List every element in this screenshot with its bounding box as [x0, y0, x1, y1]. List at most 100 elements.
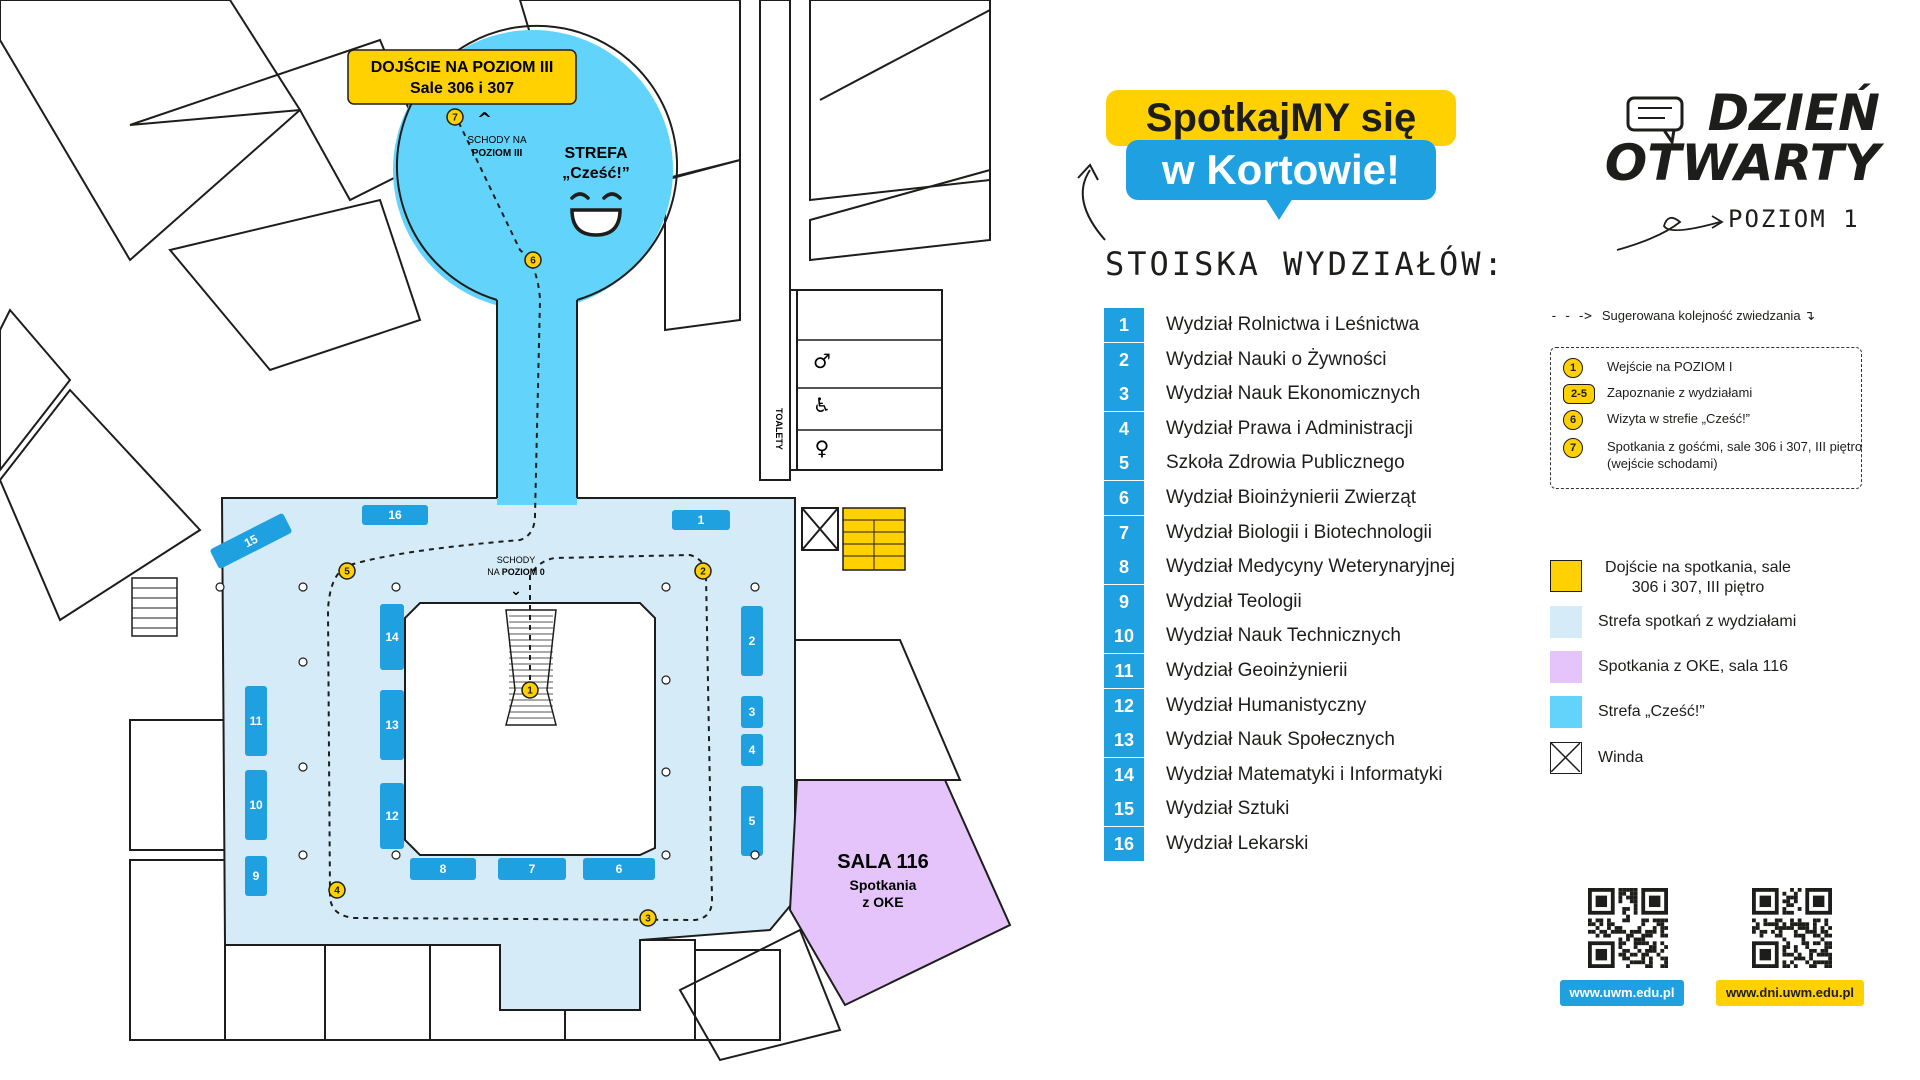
route-point-2: 2: [694, 562, 712, 580]
booth-label: 12: [385, 809, 399, 823]
booth-rect: [362, 505, 428, 525]
route-point-1: 1: [521, 681, 539, 699]
faculty-number: 4: [1104, 411, 1144, 446]
booth-label: 5: [749, 814, 756, 828]
smiley-icon: [570, 192, 622, 237]
map-labels: DOJŚCIE NA POZIOM III Sale 306 i 307 SCH…: [347, 49, 929, 910]
courtyard: [404, 602, 656, 856]
link-uwm[interactable]: www.uwm.edu.pl: [1560, 980, 1684, 1006]
faculty-name: Wydział Teologii: [1166, 590, 1302, 612]
faculty-number: 3: [1104, 377, 1144, 412]
booth-label: 3: [749, 705, 756, 719]
booth-rect: [741, 606, 763, 676]
stairs-callout-line2: Sale 306 i 307: [410, 80, 514, 97]
route-step-text: Wejście na POZIOM I: [1607, 359, 1733, 374]
faculty-row: 8 Wydział Medycyny Weterynaryjnej: [1104, 550, 1524, 585]
route-step-badge: 6: [1563, 410, 1583, 430]
suggested-route: [326, 119, 714, 922]
faculty-number: 13: [1104, 723, 1144, 758]
route-step: 1 Wejście na POZIOM I: [1563, 358, 1732, 378]
legend-label: Winda: [1598, 749, 1644, 766]
brand-title-line1: DZIEŃ: [1707, 84, 1880, 142]
faculty-row: 3 Wydział Nauk Ekonomicznych: [1104, 377, 1524, 412]
booth-rect: [245, 686, 267, 756]
czesc-zone-label2: „Cześć!”: [562, 165, 630, 182]
booth-6: 6: [583, 858, 655, 880]
booth-11: 11: [245, 686, 267, 756]
booth-7: 7: [498, 858, 566, 880]
route-point-3: 3: [639, 909, 657, 927]
brand-title: DZIEŃ OTWARTY: [1560, 88, 1880, 188]
legend-label: Strefa spotkań z wydziałami: [1598, 613, 1797, 630]
booth-15: 15: [210, 513, 292, 569]
route-point-6: 6: [524, 251, 542, 269]
qr-code-icon[interactable]: [1752, 888, 1832, 968]
booth-4: 4: [741, 734, 763, 766]
booth-5: 5: [741, 786, 763, 856]
stairs-callout: [347, 49, 577, 105]
faculty-row: 11 Wydział Geoinżynierii: [1104, 654, 1524, 688]
toilets-label: TOALETY: [774, 408, 784, 450]
dashed-arrow-icon: - - ->: [1550, 309, 1592, 324]
booth-2: 2: [741, 606, 763, 676]
faculty-name: Wydział Matematyki i Informatyki: [1166, 763, 1443, 785]
elevator-icon: [1550, 742, 1582, 774]
route-step-badge: 2-5: [1563, 384, 1595, 404]
wheelchair-icon: ♿: [813, 393, 831, 417]
faculty-number: 10: [1104, 619, 1144, 654]
stairs-left-icon: [131, 577, 178, 637]
booth-label: 6: [616, 862, 623, 876]
booth-3: 3: [741, 696, 763, 728]
booth-label: 8: [440, 862, 447, 876]
faculty-name: Wydział Bioinżynierii Zwierząt: [1166, 487, 1417, 508]
route-point-label: 6: [530, 256, 536, 267]
route-point-label: 2: [700, 567, 706, 578]
route-point-label: 5: [344, 567, 350, 578]
route-step-badge: 1: [1563, 358, 1583, 378]
faculty-name: Wydział Humanistyczny: [1166, 694, 1367, 716]
booth-label: 15: [242, 532, 261, 551]
woman-icon: ♀: [815, 436, 830, 460]
booth-10: 10: [245, 770, 267, 840]
booth-label: 2: [749, 634, 756, 648]
booth-rect: [672, 510, 730, 530]
faculty-number: 7: [1104, 515, 1144, 550]
faculty-name: Wydział Nauk Ekonomicznych: [1166, 383, 1421, 405]
yellow-swatch: [1550, 560, 1582, 592]
booth-rect: [245, 856, 267, 896]
faculty-name: Wydział Nauki o Żywności: [1166, 348, 1387, 370]
qr-code-icon[interactable]: [1588, 888, 1668, 968]
faculty-name: Szkoła Zdrowia Publicznego: [1166, 452, 1405, 474]
route-point-4: 4: [328, 881, 346, 899]
booth-label: 1: [698, 513, 705, 527]
booth-rect: [210, 513, 292, 569]
faculty-name: Wydział Nauk Społecznych: [1166, 729, 1395, 751]
route-step-badge: 7: [1563, 438, 1583, 458]
booth-label: 16: [388, 508, 402, 522]
booth-12: 12: [380, 783, 404, 849]
faculty-number: 1: [1104, 308, 1144, 342]
booth-rect: [498, 858, 566, 880]
purple-swatch: [1550, 651, 1582, 683]
faculty-number: 8: [1104, 550, 1144, 585]
room-116-line1: Spotkania: [850, 877, 917, 893]
route-step-text: Zapoznanie z wydziałami: [1607, 385, 1753, 400]
legend-label: Dojście na spotkania, sale 306 i 307, II…: [1605, 559, 1791, 596]
route-point-label: 4: [334, 886, 340, 897]
elevator-icon: [801, 507, 839, 551]
tagline-line1: SpotkajMY się: [1106, 90, 1456, 146]
brand-level: POZIOM 1: [1728, 205, 1860, 233]
booth-16: 16: [362, 505, 428, 525]
booth-rect: [741, 734, 763, 766]
booth-rect: [380, 604, 404, 670]
faculty-name: Wydział Geoinżynierii: [1166, 660, 1348, 681]
link-dni-uwm[interactable]: www.dni.uwm.edu.pl: [1716, 980, 1864, 1006]
faculty-number: 11: [1104, 654, 1144, 688]
faculty-name: Wydział Medycyny Weterynaryjnej: [1166, 556, 1455, 578]
